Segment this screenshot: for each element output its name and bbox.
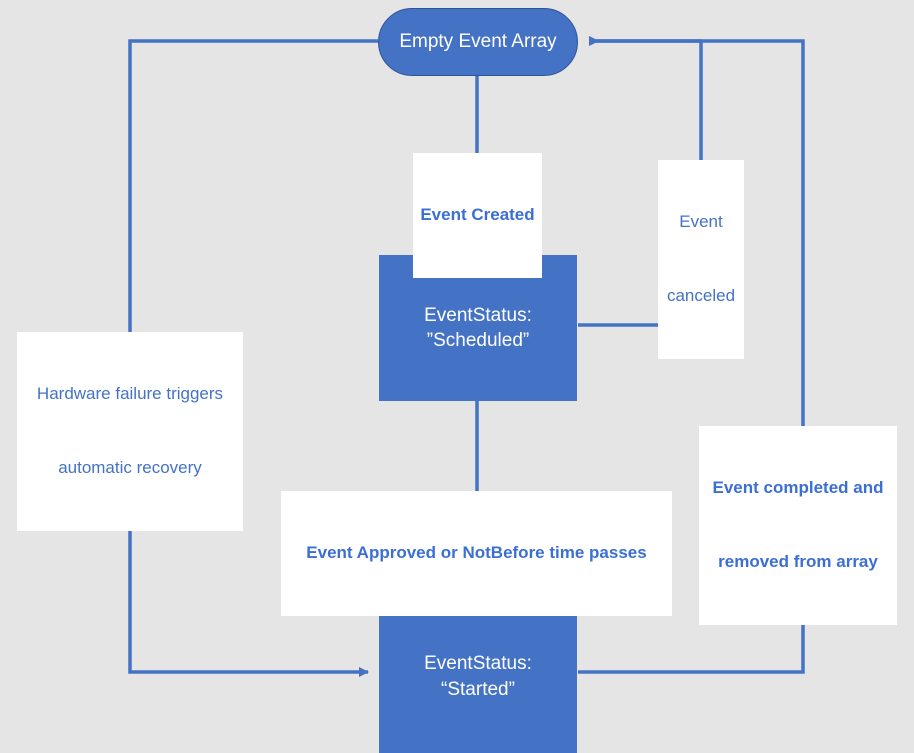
edge-label-event-approved-text: Event Approved or NotBefore time passes — [306, 543, 647, 563]
node-scheduled-line2: ”Scheduled” — [426, 330, 530, 351]
edge-label-hardware-failure-line1: Hardware failure triggers — [36, 384, 224, 404]
node-started-line2: “Started” — [441, 678, 515, 700]
edge-label-hardware-failure-line2: automatic recovery — [58, 458, 202, 478]
edge-label-event-created: Event Created — [413, 153, 542, 279]
node-empty-event-array-label: Empty Event Array — [399, 31, 557, 53]
edge-label-event-canceled-line1: Event — [679, 212, 723, 232]
node-scheduled-line1: EventStatus: — [424, 304, 532, 326]
edge-label-event-completed: Event completed and removed from array — [699, 426, 897, 626]
edge-label-event-created-text: Event Created — [420, 205, 535, 225]
node-started-line1: EventStatus: — [424, 653, 532, 675]
edge-label-event-canceled-line2: canceled — [666, 286, 736, 306]
node-empty-event-array[interactable]: Empty Event Array — [378, 8, 578, 76]
edge-label-event-canceled: Event canceled — [658, 160, 744, 360]
edge-label-hardware-failure: Hardware failure triggers automatic reco… — [17, 332, 243, 532]
edge-label-event-approved: Event Approved or NotBefore time passes — [281, 491, 672, 617]
edge-label-event-completed-line2: removed from array — [718, 552, 878, 572]
node-event-status-started[interactable]: EventStatus: “Started” — [379, 600, 577, 753]
node-event-status-scheduled[interactable]: EventStatus: ”Scheduled” — [379, 255, 577, 401]
edge-completed — [578, 36, 805, 674]
edge-label-event-completed-line1: Event completed and — [712, 478, 884, 498]
